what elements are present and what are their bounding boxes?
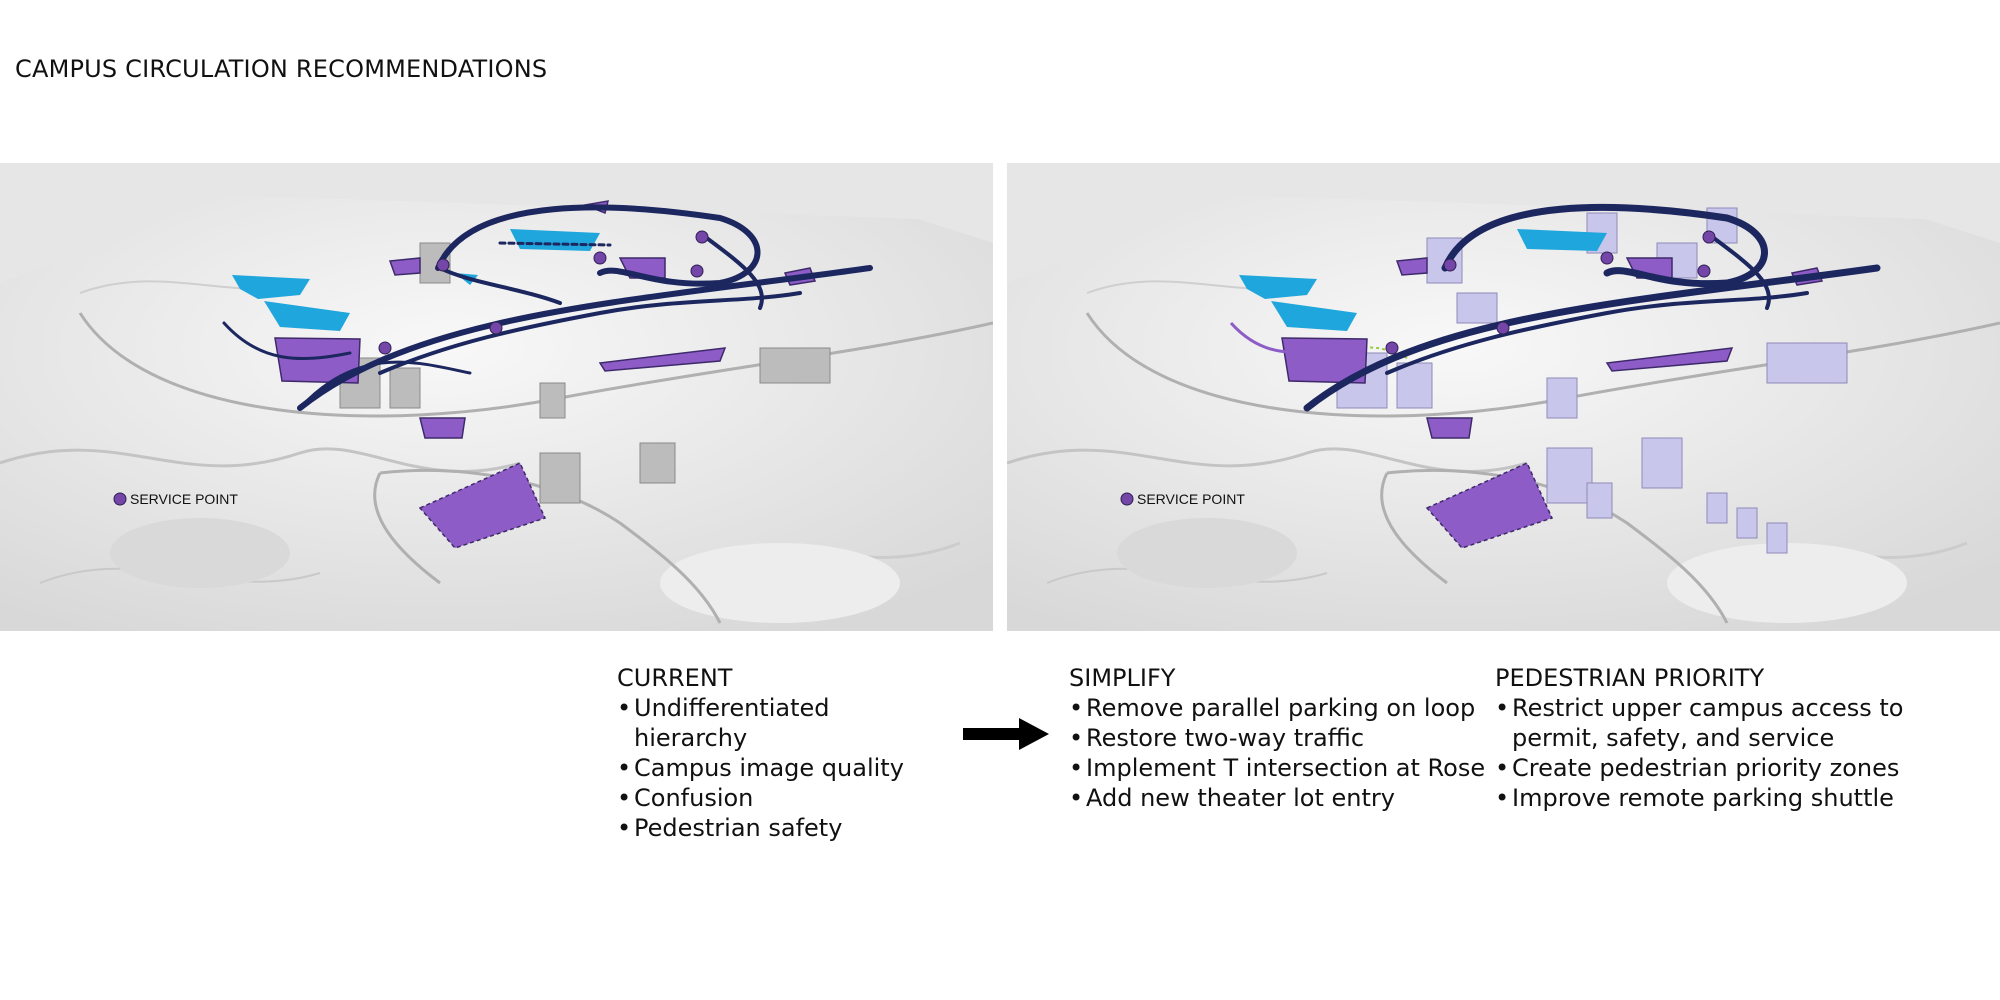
simplify-heading: SIMPLIFY	[1069, 664, 1176, 692]
legend-symbol-icon	[1120, 492, 1134, 506]
pedestrian-priority-block: PEDESTRIAN PRIORITY Restrict upper campu…	[1495, 663, 1995, 813]
list-item: Create pedestrian priority zones	[1495, 753, 1995, 783]
parking-areas	[274, 200, 817, 549]
current-conditions-block: CURRENT Undifferentiated hierarchy Campu…	[617, 663, 947, 843]
proposed-map-illustration: SERVICE POINT	[1007, 195, 2000, 631]
current-map-illustration: SERVICE POINT	[0, 195, 993, 631]
road-network	[1303, 203, 1881, 412]
legend-symbol-icon	[113, 492, 127, 506]
list-item: Implement T intersection at Rose	[1069, 753, 1489, 783]
service-points	[378, 230, 709, 355]
proposed-campus-map: SERVICE POINT	[1007, 163, 2000, 631]
page-title: CAMPUS CIRCULATION RECOMMENDATIONS	[15, 55, 548, 83]
list-item: Remove parallel parking on loop	[1069, 693, 1489, 723]
service-points	[1385, 230, 1716, 355]
list-item: Campus image quality	[617, 753, 947, 783]
simplify-block: SIMPLIFY Remove parallel parking on loop…	[1069, 663, 1489, 813]
terrain-base	[0, 195, 993, 631]
list-item: Restore two-way traffic	[1069, 723, 1489, 753]
pedestrian-list: Restrict upper campus access to permit, …	[1495, 693, 1995, 813]
service-point-legend: SERVICE POINT	[113, 491, 238, 507]
shuttle-route	[1229, 321, 1338, 354]
terrain-base	[1007, 195, 2000, 631]
water-features	[1239, 229, 1607, 331]
list-item: Undifferentiated hierarchy	[617, 693, 947, 753]
current-heading: CURRENT	[617, 664, 733, 692]
road-network	[222, 204, 873, 411]
list-item: Improve remote parking shuttle	[1495, 783, 1995, 813]
simplify-list: Remove parallel parking on loop Restore …	[1069, 693, 1489, 813]
legend-label: SERVICE POINT	[130, 491, 238, 507]
legend-label: SERVICE POINT	[1137, 491, 1245, 507]
current-list: Undifferentiated hierarchy Campus image …	[617, 693, 947, 843]
right-arrow-icon	[963, 718, 1049, 750]
service-point-legend: SERVICE POINT	[1120, 491, 1245, 507]
current-campus-map: SERVICE POINT	[0, 163, 993, 631]
pedestrian-heading: PEDESTRIAN PRIORITY	[1495, 664, 1765, 692]
list-item: Pedestrian safety	[617, 813, 947, 843]
list-item: Confusion	[617, 783, 947, 813]
list-item: Restrict upper campus access to permit, …	[1495, 693, 1995, 753]
list-item: Add new theater lot entry	[1069, 783, 1489, 813]
